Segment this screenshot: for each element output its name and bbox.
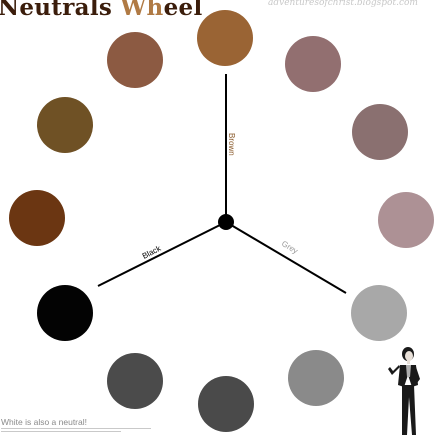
swatch-dark-brown bbox=[9, 190, 65, 246]
swatch-taupe bbox=[352, 104, 408, 160]
swatch-mauve-brown bbox=[285, 36, 341, 92]
title-part-eel: eel bbox=[164, 0, 203, 21]
swatch-light-grey bbox=[351, 285, 407, 341]
page-title: Neutrals Wheel bbox=[0, 0, 202, 21]
swatch-brown bbox=[197, 10, 253, 66]
swatch-grey bbox=[288, 350, 344, 406]
title-part-neutrals: Neutrals bbox=[0, 0, 120, 21]
swatch-reddish-brown bbox=[107, 32, 163, 88]
footnote-fine-print bbox=[1, 428, 161, 436]
fashion-figure-illustration bbox=[380, 345, 435, 438]
footnote: White is also a neutral! bbox=[1, 417, 87, 427]
black-axis-line bbox=[98, 222, 226, 286]
brown-axis-label: Brown bbox=[227, 133, 236, 156]
source-url: adventuresofchrist.blogspot.com bbox=[268, 0, 418, 8]
grey-axis-line bbox=[226, 222, 346, 293]
swatch-dark-grey bbox=[198, 376, 254, 432]
wheel-center-dot bbox=[218, 214, 234, 230]
title-part-wh: Wh bbox=[120, 0, 163, 21]
swatch-black bbox=[37, 285, 93, 341]
grey-axis-label: Grey bbox=[280, 239, 300, 256]
swatch-olive-brown bbox=[37, 97, 93, 153]
swatch-charcoal bbox=[107, 353, 163, 409]
swatch-rose-grey bbox=[378, 192, 434, 248]
